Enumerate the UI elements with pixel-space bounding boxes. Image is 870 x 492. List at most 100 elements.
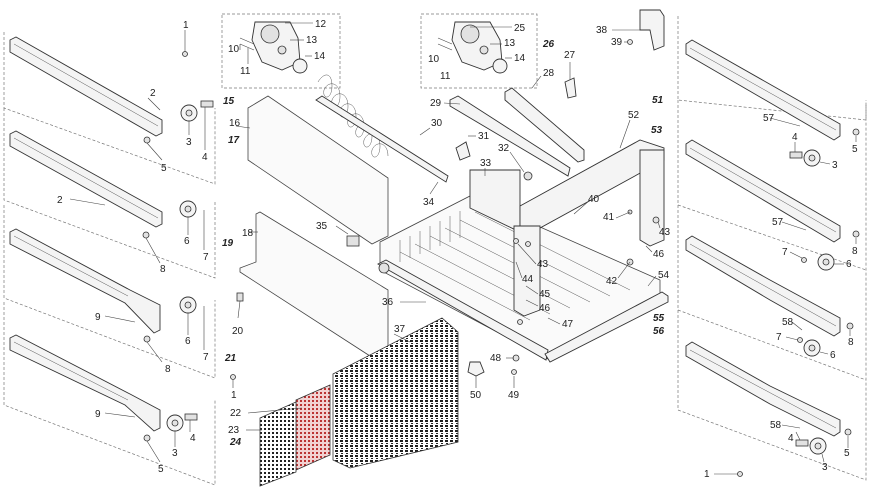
- back-slats: [399, 211, 461, 262]
- label-1-left: 1: [231, 390, 237, 401]
- label-46-center: 46: [539, 303, 551, 314]
- label-20: 20: [232, 326, 244, 337]
- label-45: 45: [539, 289, 551, 300]
- front-bar-36: [377, 259, 549, 361]
- handle-38: [639, 9, 665, 51]
- hinge-assembly-right: 25 13 26 14 10 11: [420, 13, 555, 89]
- label-4-group15: 4: [202, 152, 208, 163]
- label-50: 50: [470, 390, 482, 401]
- roller-wheel-6b: [179, 296, 197, 314]
- label-34: 34: [423, 197, 435, 208]
- label-4-right-upper: 4: [792, 132, 798, 143]
- mesh-panel-22: [295, 384, 331, 471]
- label-52: 52: [628, 110, 640, 121]
- label-54: 54: [658, 270, 670, 281]
- label-37: 37: [394, 324, 406, 335]
- center-parts: 16 17 18 20 30 34 31 35 28 29: [228, 9, 665, 357]
- side-panel-16: [247, 95, 389, 245]
- label-7-group21: 7: [203, 352, 209, 363]
- bottom-bar-54: [544, 291, 669, 363]
- label-6-group19: 6: [184, 236, 190, 247]
- label-53: 53: [651, 125, 663, 136]
- rod-34: [315, 95, 449, 183]
- label-6-right-upper: 6: [846, 259, 852, 270]
- label-5-right-lower: 5: [844, 448, 850, 459]
- label-5-group24: 5: [158, 464, 164, 475]
- label-55: 55: [653, 313, 665, 324]
- roller-wheel-3b: [166, 414, 184, 432]
- label-39: 39: [611, 37, 623, 48]
- right-rail-57-lower: [685, 139, 841, 243]
- label-11-right: 11: [440, 71, 451, 82]
- slide-rail-9-lower: [9, 334, 161, 432]
- label-2-upper: 2: [150, 88, 156, 99]
- slide-rail-2-lower: [9, 130, 163, 228]
- label-5-right-upper: 5: [852, 144, 858, 155]
- right-rail-58-upper: [685, 235, 841, 337]
- filter-mesh-panels: 37 22 23: [228, 317, 459, 487]
- label-6-group21: 6: [185, 336, 191, 347]
- hinge-assembly-left: 12 13 14 10 11: [221, 13, 341, 89]
- label-1-top: 1: [183, 20, 189, 31]
- label-3-group24: 3: [172, 448, 178, 459]
- label-16: 16: [229, 118, 241, 129]
- rail-29: [449, 95, 571, 177]
- label-25: 25: [514, 23, 526, 34]
- label-44: 44: [522, 274, 534, 285]
- label-42: 42: [606, 276, 618, 287]
- label-10-left: 10: [228, 44, 240, 55]
- mesh-panel-37: [332, 317, 459, 469]
- label-49: 49: [508, 390, 520, 401]
- left-rail-groups: 1 2 15 3 4 5 2 6 19 7 8 9 6 7 21 8 1 9 4…: [3, 20, 242, 486]
- label-32: 32: [498, 143, 510, 154]
- label-2-lower: 2: [57, 195, 63, 206]
- label-58-upper: 58: [782, 317, 794, 328]
- label-10-right: 10: [428, 54, 440, 65]
- label-23: 23: [228, 425, 240, 436]
- label-9-upper: 9: [95, 312, 101, 323]
- label-22: 22: [230, 408, 242, 419]
- right-roller-wheels: [737, 128, 860, 477]
- label-7-right-upper: 7: [782, 247, 788, 258]
- label-19: 19: [222, 238, 234, 249]
- label-7-group19: 7: [203, 252, 209, 263]
- drawer-frame: 33 32 52 40 41 43 43 44 45 46 46 42 54 4…: [377, 110, 671, 401]
- roller-wheel-6a: [179, 200, 197, 218]
- label-6-right-lower: 6: [830, 350, 836, 361]
- label-8-right-lower: 8: [848, 337, 854, 348]
- label-51: 51: [652, 95, 664, 106]
- stud-bolts: [142, 30, 236, 442]
- label-31: 31: [478, 131, 490, 142]
- label-28: 28: [543, 68, 555, 79]
- right-rail-groups: 57 57 4 5 3 8 7 6 58 7 8 6 58 4 5 3 1 51…: [651, 16, 867, 481]
- label-21: 21: [224, 353, 237, 364]
- label-26: 26: [542, 39, 555, 50]
- label-24: 24: [229, 437, 242, 448]
- hinge-pins-left: [239, 37, 255, 51]
- label-58-lower: 58: [770, 420, 782, 431]
- label-56: 56: [653, 326, 665, 337]
- slide-rail-9-upper: [9, 228, 161, 334]
- label-57-lower: 57: [772, 217, 784, 228]
- label-3-right-upper: 3: [832, 160, 838, 171]
- label-18: 18: [242, 228, 254, 239]
- label-38: 38: [596, 25, 608, 36]
- right-rail-57-upper: [685, 39, 841, 141]
- label-14-left: 14: [314, 51, 326, 62]
- label-46-right: 46: [653, 249, 665, 260]
- label-12: 12: [315, 19, 327, 30]
- label-1-right: 1: [704, 469, 710, 480]
- mesh-panel-23: [259, 401, 297, 487]
- label-33: 33: [480, 158, 492, 169]
- label-36: 36: [382, 297, 394, 308]
- label-15: 15: [223, 96, 235, 107]
- label-9-lower: 9: [95, 409, 101, 420]
- label-41: 41: [603, 212, 615, 223]
- label-43-center: 43: [537, 259, 549, 270]
- label-47: 47: [562, 319, 574, 330]
- label-57-upper: 57: [763, 113, 775, 124]
- label-27: 27: [564, 50, 576, 61]
- label-43-right: 43: [659, 227, 671, 238]
- label-17: 17: [228, 135, 240, 146]
- label-7-right-lower: 7: [776, 332, 782, 343]
